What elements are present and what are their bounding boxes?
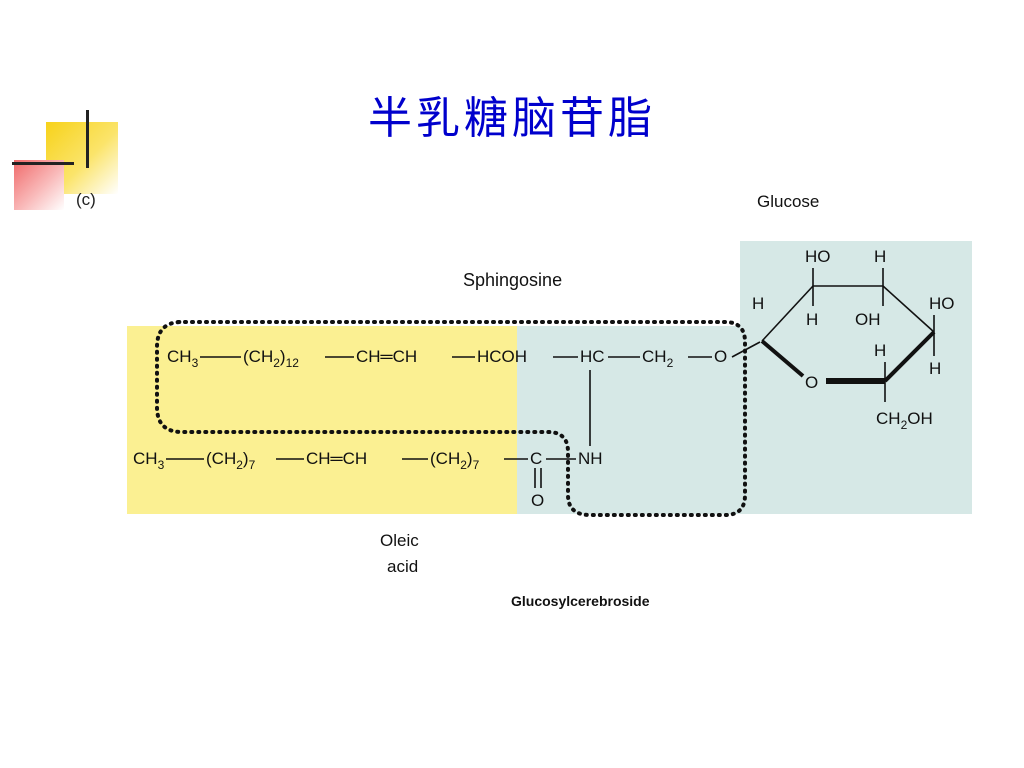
panel-label: (c) [76, 190, 96, 209]
ring-ho-right: HO [929, 294, 955, 313]
glucose-ring: HO H H H OH HO H H O CH2OH [752, 247, 955, 432]
slide-title: 半乳糖脑苷脂 [368, 93, 656, 144]
ring-h-top: H [874, 247, 886, 266]
svg-text:(CH2)7: (CH2)7 [430, 449, 480, 472]
sph-ch2-close: ) [280, 347, 286, 366]
ole-ch-eq-ch: CH═CH [306, 449, 367, 468]
sph-ch-eq-ch: CH═CH [356, 347, 417, 366]
svg-text:CH2OH: CH2OH [876, 409, 933, 432]
sph-ch2-sub: 2 [273, 356, 280, 370]
oleic-label-line2: acid [387, 557, 418, 576]
ole-ch2a-count: 7 [249, 458, 256, 472]
glucose-label: Glucose [757, 192, 819, 211]
sph-o: O [714, 347, 727, 366]
ole-nh: NH [578, 449, 603, 468]
sph-ch2o: CH [642, 347, 667, 366]
ring-ch2oh: CH [876, 409, 901, 428]
ole-ch2a-close: ) [243, 449, 249, 468]
sphingosine-region [517, 326, 740, 514]
oleic-label-line1: Oleic [380, 531, 419, 550]
ole-ch2a: (CH [206, 449, 236, 468]
decor-horizontal-line [12, 162, 74, 165]
sphingosine-outline [155, 320, 747, 517]
ole-ch2b-close: ) [467, 449, 473, 468]
ring-o: O [805, 373, 818, 392]
sphingosine-chain: CH3 (CH2)12 CH═CH HCOH HC CH2 O [167, 341, 761, 446]
ole-ch2b-count: 7 [473, 458, 480, 472]
ring-ch2oh-sub: 2 [901, 418, 908, 432]
ole-ch3-sub: 3 [158, 458, 165, 472]
ring-h-left: H [752, 294, 764, 313]
ring-h-right: H [929, 359, 941, 378]
ole-ch3: CH [133, 449, 158, 468]
sph-ch2o-sub: 2 [667, 356, 674, 370]
svg-text:(CH2)12: (CH2)12 [243, 347, 299, 370]
ring-ho-top: HO [805, 247, 831, 266]
sph-ch2-count: 12 [286, 356, 300, 370]
decor-red-square [14, 160, 64, 210]
ring-ch2oh-tail: OH [907, 409, 933, 428]
oleic-chain: CH3 (CH2)7 CH═CH (CH2)7 C NH O [133, 449, 603, 510]
svg-text:CH2: CH2 [642, 347, 674, 370]
sph-ch3: CH [167, 347, 192, 366]
ole-ch2a-sub: 2 [236, 458, 243, 472]
ole-ch2b-sub: 2 [460, 458, 467, 472]
sph-ch2: (CH [243, 347, 273, 366]
svg-text:CH3: CH3 [167, 347, 199, 370]
sphingosine-label: Sphingosine [463, 270, 562, 290]
sph-hc: HC [580, 347, 605, 366]
ring-h-inner: H [806, 310, 818, 329]
compound-name: Glucosylcerebroside [511, 593, 650, 609]
ole-ch2b: (CH [430, 449, 460, 468]
decor-vertical-line [86, 110, 89, 168]
sph-hcoh: HCOH [477, 347, 527, 366]
sph-ch3-sub: 3 [192, 356, 199, 370]
ole-o: O [531, 491, 544, 510]
svg-text:CH3: CH3 [133, 449, 165, 472]
ring-oh-inner: OH [855, 310, 881, 329]
ole-c: C [530, 449, 542, 468]
svg-text:(CH2)7: (CH2)7 [206, 449, 256, 472]
ring-h-mid: H [874, 341, 886, 360]
